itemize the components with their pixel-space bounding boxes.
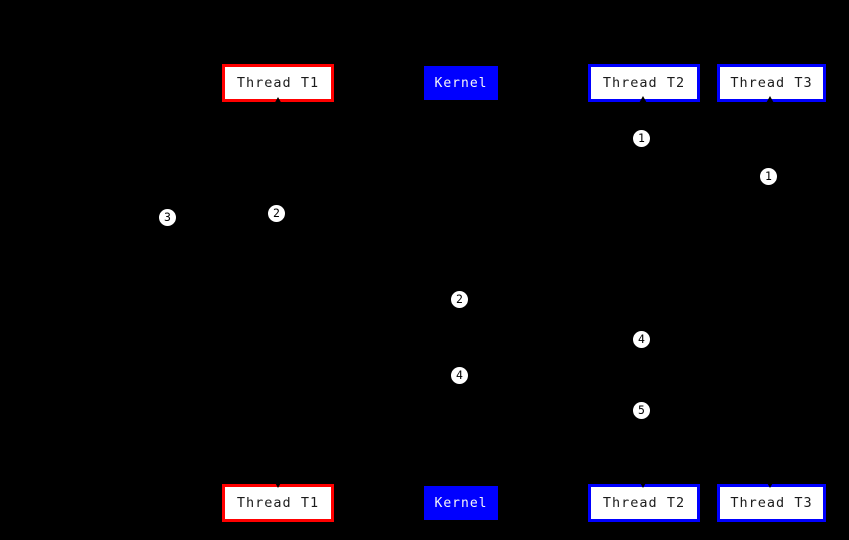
actor-box-thread-t3-bottom: Thread T3 (717, 484, 826, 522)
arrowhead-down-icon (273, 479, 283, 488)
step-marker-3-left: 3 (158, 208, 177, 227)
actor-box-thread-t1-bottom: Thread T1 (222, 484, 334, 522)
step-marker-5-thread-t2: 5 (632, 401, 651, 420)
actor-label-thread-t3-bottom: Thread T3 (730, 495, 813, 511)
step-marker-4-thread-t2: 4 (632, 330, 651, 349)
actor-label-kernel-bottom: Kernel (434, 495, 488, 511)
step-marker-2-kernel: 2 (450, 290, 469, 309)
arrowhead-down-icon (638, 479, 648, 488)
actor-label-kernel-top: Kernel (434, 75, 488, 91)
lifeline-thread-t2 (643, 102, 644, 484)
actor-label-thread-t1-bottom: Thread T1 (236, 495, 320, 511)
actor-label-thread-t2-bottom: Thread T2 (602, 495, 686, 511)
lifeline-thread-t3 (770, 102, 771, 484)
arrowhead-up-icon (273, 97, 283, 106)
step-marker-1-thread-t3: 1 (759, 167, 778, 186)
step-marker-2-thread-t1: 2 (267, 204, 286, 223)
lifeline-thread-t1 (277, 102, 278, 484)
arrowhead-up-icon (638, 96, 648, 105)
step-marker-4-kernel: 4 (450, 366, 469, 385)
actor-box-thread-t1-top: Thread T1 (222, 64, 334, 102)
arrowhead-up-icon (765, 96, 775, 105)
actor-label-thread-t1-top: Thread T1 (236, 75, 320, 91)
actor-box-thread-t2-bottom: Thread T2 (588, 484, 700, 522)
actor-box-kernel-top: Kernel (424, 66, 498, 100)
actor-box-kernel-bottom: Kernel (424, 486, 498, 520)
actor-label-thread-t2-top: Thread T2 (602, 75, 686, 91)
actor-box-thread-t3-top: Thread T3 (717, 64, 826, 102)
arrowhead-down-icon (765, 479, 775, 488)
actor-label-thread-t3-top: Thread T3 (730, 75, 813, 91)
step-marker-1-thread-t2: 1 (632, 129, 651, 148)
